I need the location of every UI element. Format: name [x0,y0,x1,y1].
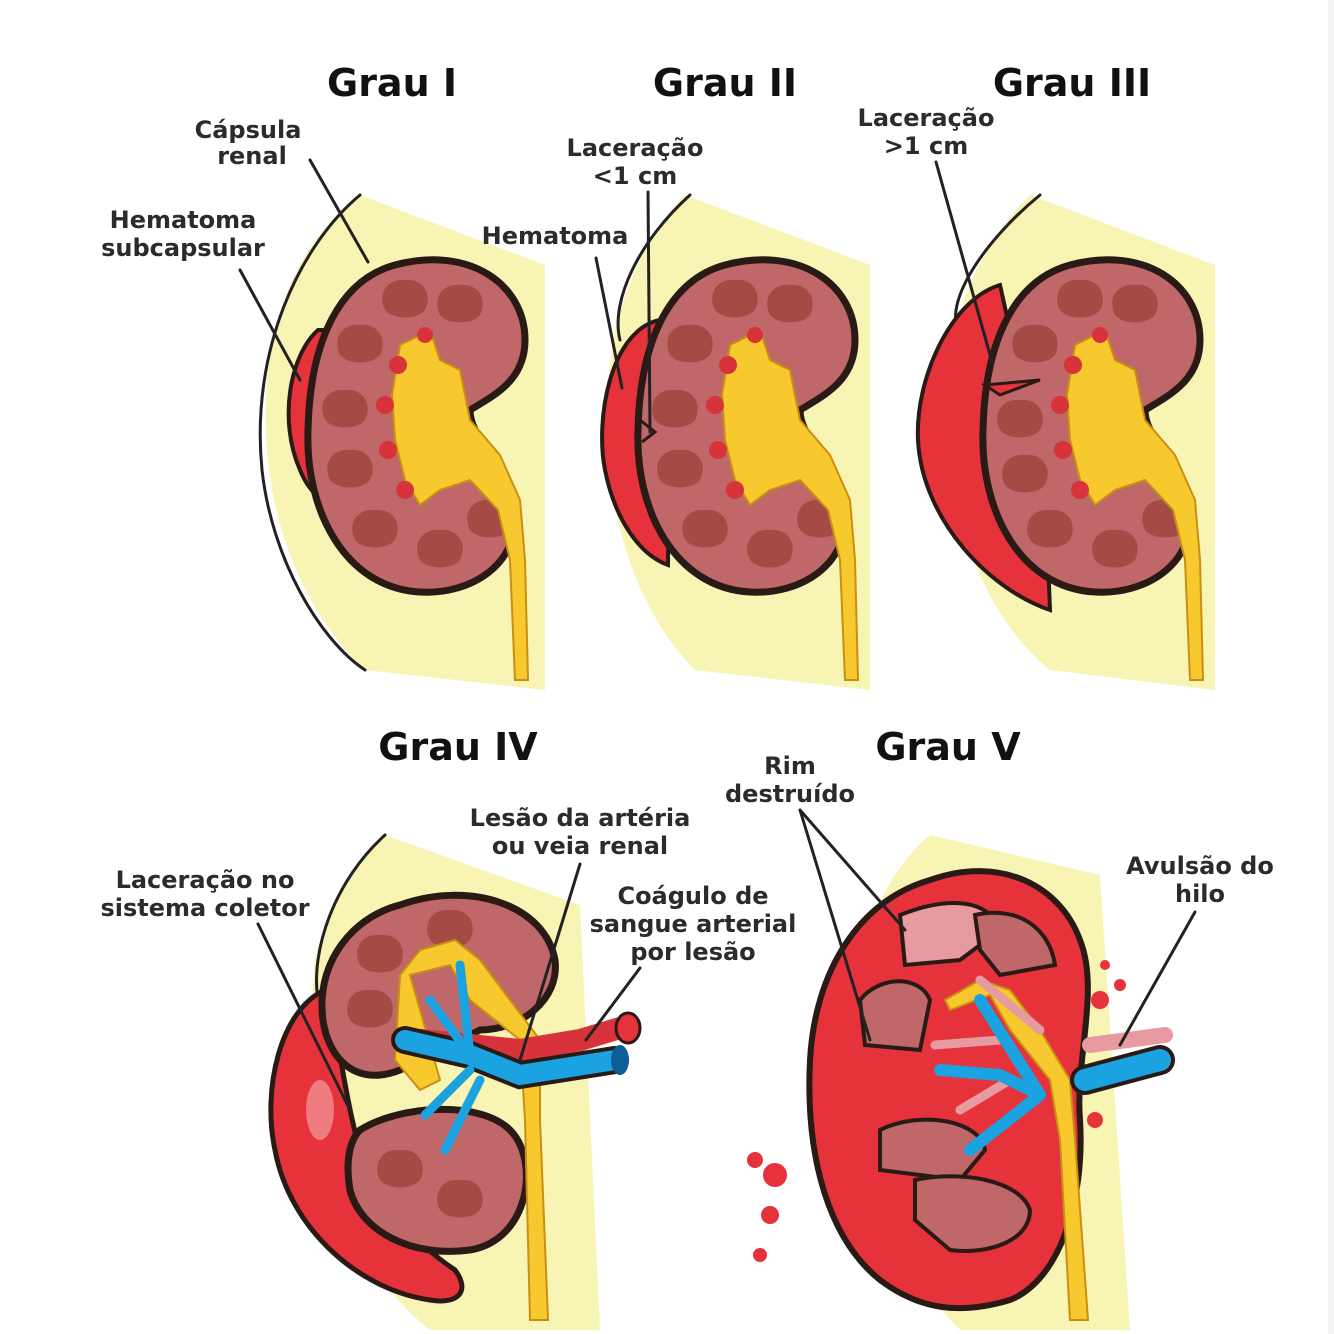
leader-laceracao [648,192,650,432]
label-hematoma-subcapsular-2: subcapsular [101,234,265,262]
label-laceracao-lt1cm-2: <1 cm [593,162,677,190]
grade-3-title: Grau III [993,61,1151,105]
grade-4-panel: Grau IV Lesão da artéria ou veia renal L… [100,725,796,1330]
label-lesao-arteria-2: ou veia renal [492,832,668,860]
label-capsula-renal-1: Cápsula [195,116,302,144]
label-avulsao-hilo-1: Avulsão do [1126,852,1274,880]
label-capsula-renal-2: renal [217,142,287,170]
hematoma-highlight [306,1080,334,1140]
grade-5-title: Grau V [875,725,1021,769]
label-laceracao-sistema-coletor-2: sistema coletor [100,894,309,922]
leader-avulsao-hilo [1120,912,1195,1045]
grade-1-panel: Grau I Cápsula renal Hematoma subcapsula… [101,61,545,690]
grade-4-title: Grau IV [378,725,538,769]
avulsed-artery [1090,1035,1165,1045]
label-laceracao-gt1cm-1: Laceração [858,104,995,132]
label-laceracao-gt1cm-2: >1 cm [884,132,968,160]
label-coagulo-1: Coágulo de [617,882,768,910]
label-lesao-arteria-1: Lesão da artéria [470,804,691,832]
label-laceracao-lt1cm-1: Laceração [567,134,704,162]
label-laceracao-sistema-coletor-1: Laceração no [116,866,295,894]
grade-2-title: Grau II [653,61,797,105]
label-hematoma: Hematoma [482,222,629,250]
grade-3-panel: Grau III Laceração >1 cm [858,61,1215,690]
vein-end [611,1045,629,1075]
label-coagulo-3: por lesão [630,938,755,966]
grade-5-panel: Grau V Rim destruído Avulsão do hilo [725,725,1274,1330]
grade-1-title: Grau I [327,61,457,105]
label-rim-destruido-1: Rim [764,752,816,780]
arterial-clot [616,1013,640,1043]
label-rim-destruido-2: destruído [725,780,855,808]
label-hematoma-subcapsular-1: Hematoma [110,206,257,234]
label-coagulo-2: sangue arterial [590,910,797,938]
kidney-lower-pole [348,1109,526,1251]
label-avulsao-hilo-2: hilo [1175,880,1225,908]
